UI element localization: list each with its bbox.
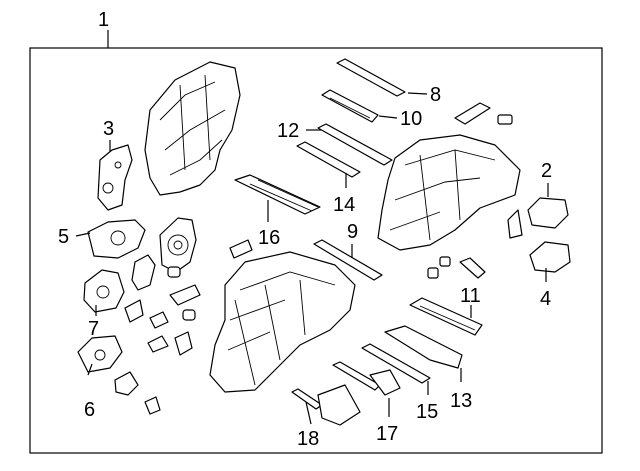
callout-9: 9: [347, 221, 358, 243]
connector-part: [229, 239, 253, 259]
part-14-door: [296, 141, 361, 178]
part-12-door: [317, 123, 393, 166]
callout-15: 15: [416, 401, 438, 423]
callout-10: 10: [400, 108, 422, 130]
part-13-duct: [384, 325, 463, 369]
part-5-actuator: [87, 219, 146, 259]
part-15-duct: [361, 343, 431, 384]
upper-evaporator-case-part: [377, 134, 521, 251]
callout-12: 12: [277, 120, 299, 142]
blower-housing-part: [159, 217, 197, 273]
callout-16: 16: [258, 227, 280, 249]
part-17-duct: [332, 361, 401, 396]
small-seal-parts: [427, 102, 523, 279]
part-4-actuator: [529, 241, 571, 273]
seal-parts: [114, 254, 201, 415]
part-16-filter-door: [234, 174, 321, 215]
leader-lines: [75, 92, 549, 425]
assembly-frame: [29, 47, 603, 454]
part-18-duct: [291, 384, 361, 426]
part-2-actuator: [527, 197, 569, 229]
part-11-duct: [409, 297, 483, 336]
callout-13: 13: [450, 390, 472, 412]
callout-18: 18: [297, 428, 319, 450]
callout-4: 4: [540, 288, 551, 310]
callout-3: 3: [103, 118, 114, 140]
callout-5: 5: [58, 226, 69, 248]
part-8-seal-strip: [336, 58, 406, 97]
part-10-door: [321, 89, 379, 123]
callout-2: 2: [541, 160, 552, 182]
part-3-bracket: [97, 144, 133, 211]
callout-14: 14: [333, 194, 355, 216]
left-upper-housing-part: [144, 61, 241, 196]
callout-7: 7: [88, 318, 99, 340]
callout-1: 1: [98, 9, 109, 31]
callout-8: 8: [430, 84, 441, 106]
part-9-strip: [313, 239, 383, 281]
callout-17: 17: [376, 423, 398, 445]
callout-11: 11: [460, 285, 481, 307]
part-6-actuator: [77, 335, 123, 373]
lower-heater-case-part: [209, 251, 356, 393]
part-7-actuator: [83, 269, 125, 313]
callout-6: 6: [84, 399, 95, 421]
